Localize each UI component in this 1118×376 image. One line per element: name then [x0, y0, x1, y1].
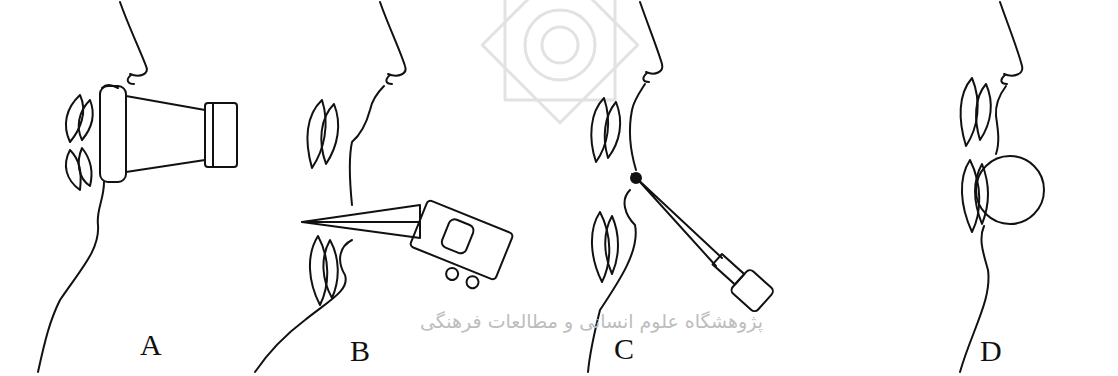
figure-letter: D [980, 336, 1002, 366]
figure-ball [960, 2, 1044, 372]
watermark: پژوهشگاه علوم انسانی و مطالعات فرهنگی [420, 312, 763, 331]
figure-letter: C [614, 334, 634, 364]
figure-letter: B [350, 336, 370, 366]
figure-letter: A [140, 330, 162, 360]
figure-mask [38, 2, 237, 372]
